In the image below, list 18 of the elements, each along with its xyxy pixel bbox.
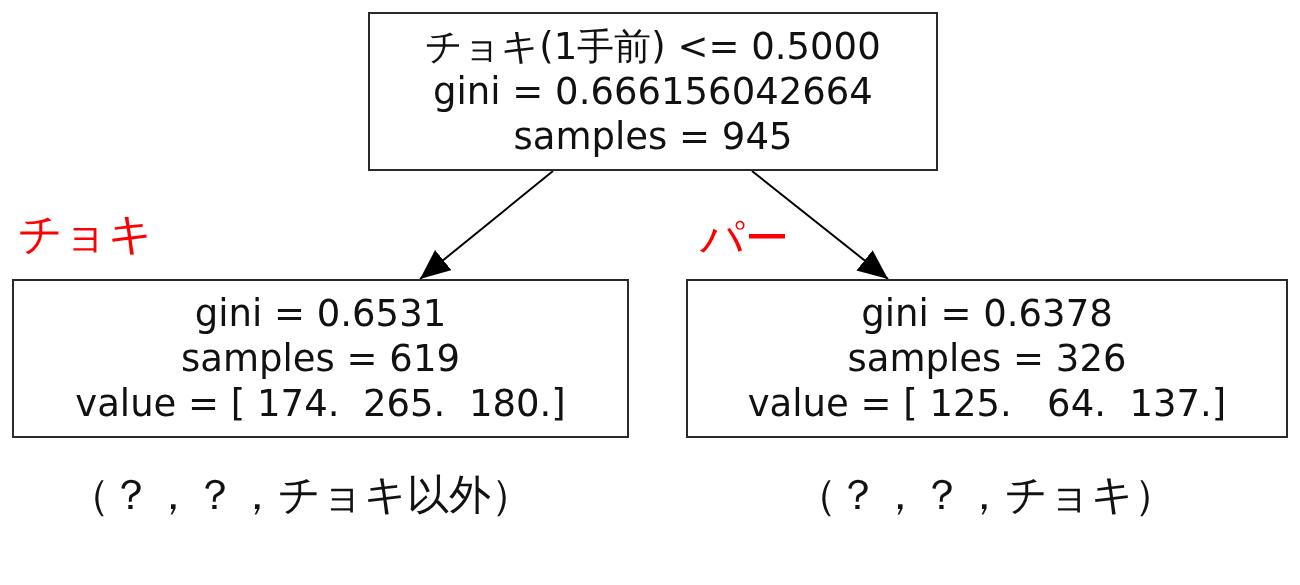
tree-node-box [12,279,629,438]
tree-node-box [368,12,938,171]
node-text: gini = 0.666156042664 [433,69,873,114]
node-text: value = [ 125. 64. 137.] [747,381,1227,426]
node-text: gini = 0.6378 [861,291,1113,336]
node-text: チョキ(1手前) <= 0.5000 [425,24,881,69]
node-text: gini = 0.6531 [194,291,447,336]
node-caption: （？，？，チョキ） [794,470,1176,520]
node-text: samples = 326 [847,336,1127,381]
node-text: value = [ 174. 265. 180.] [75,381,566,426]
arrow [751,170,889,280]
node-caption: （？，？，チョキ以外） [67,470,533,520]
branch-label: パー [700,212,789,264]
tree-node-box [686,279,1288,438]
node-text: samples = 619 [181,336,460,381]
node-text: samples = 945 [513,114,793,159]
branch-label: チョキ [18,208,153,260]
arrow [419,170,554,280]
